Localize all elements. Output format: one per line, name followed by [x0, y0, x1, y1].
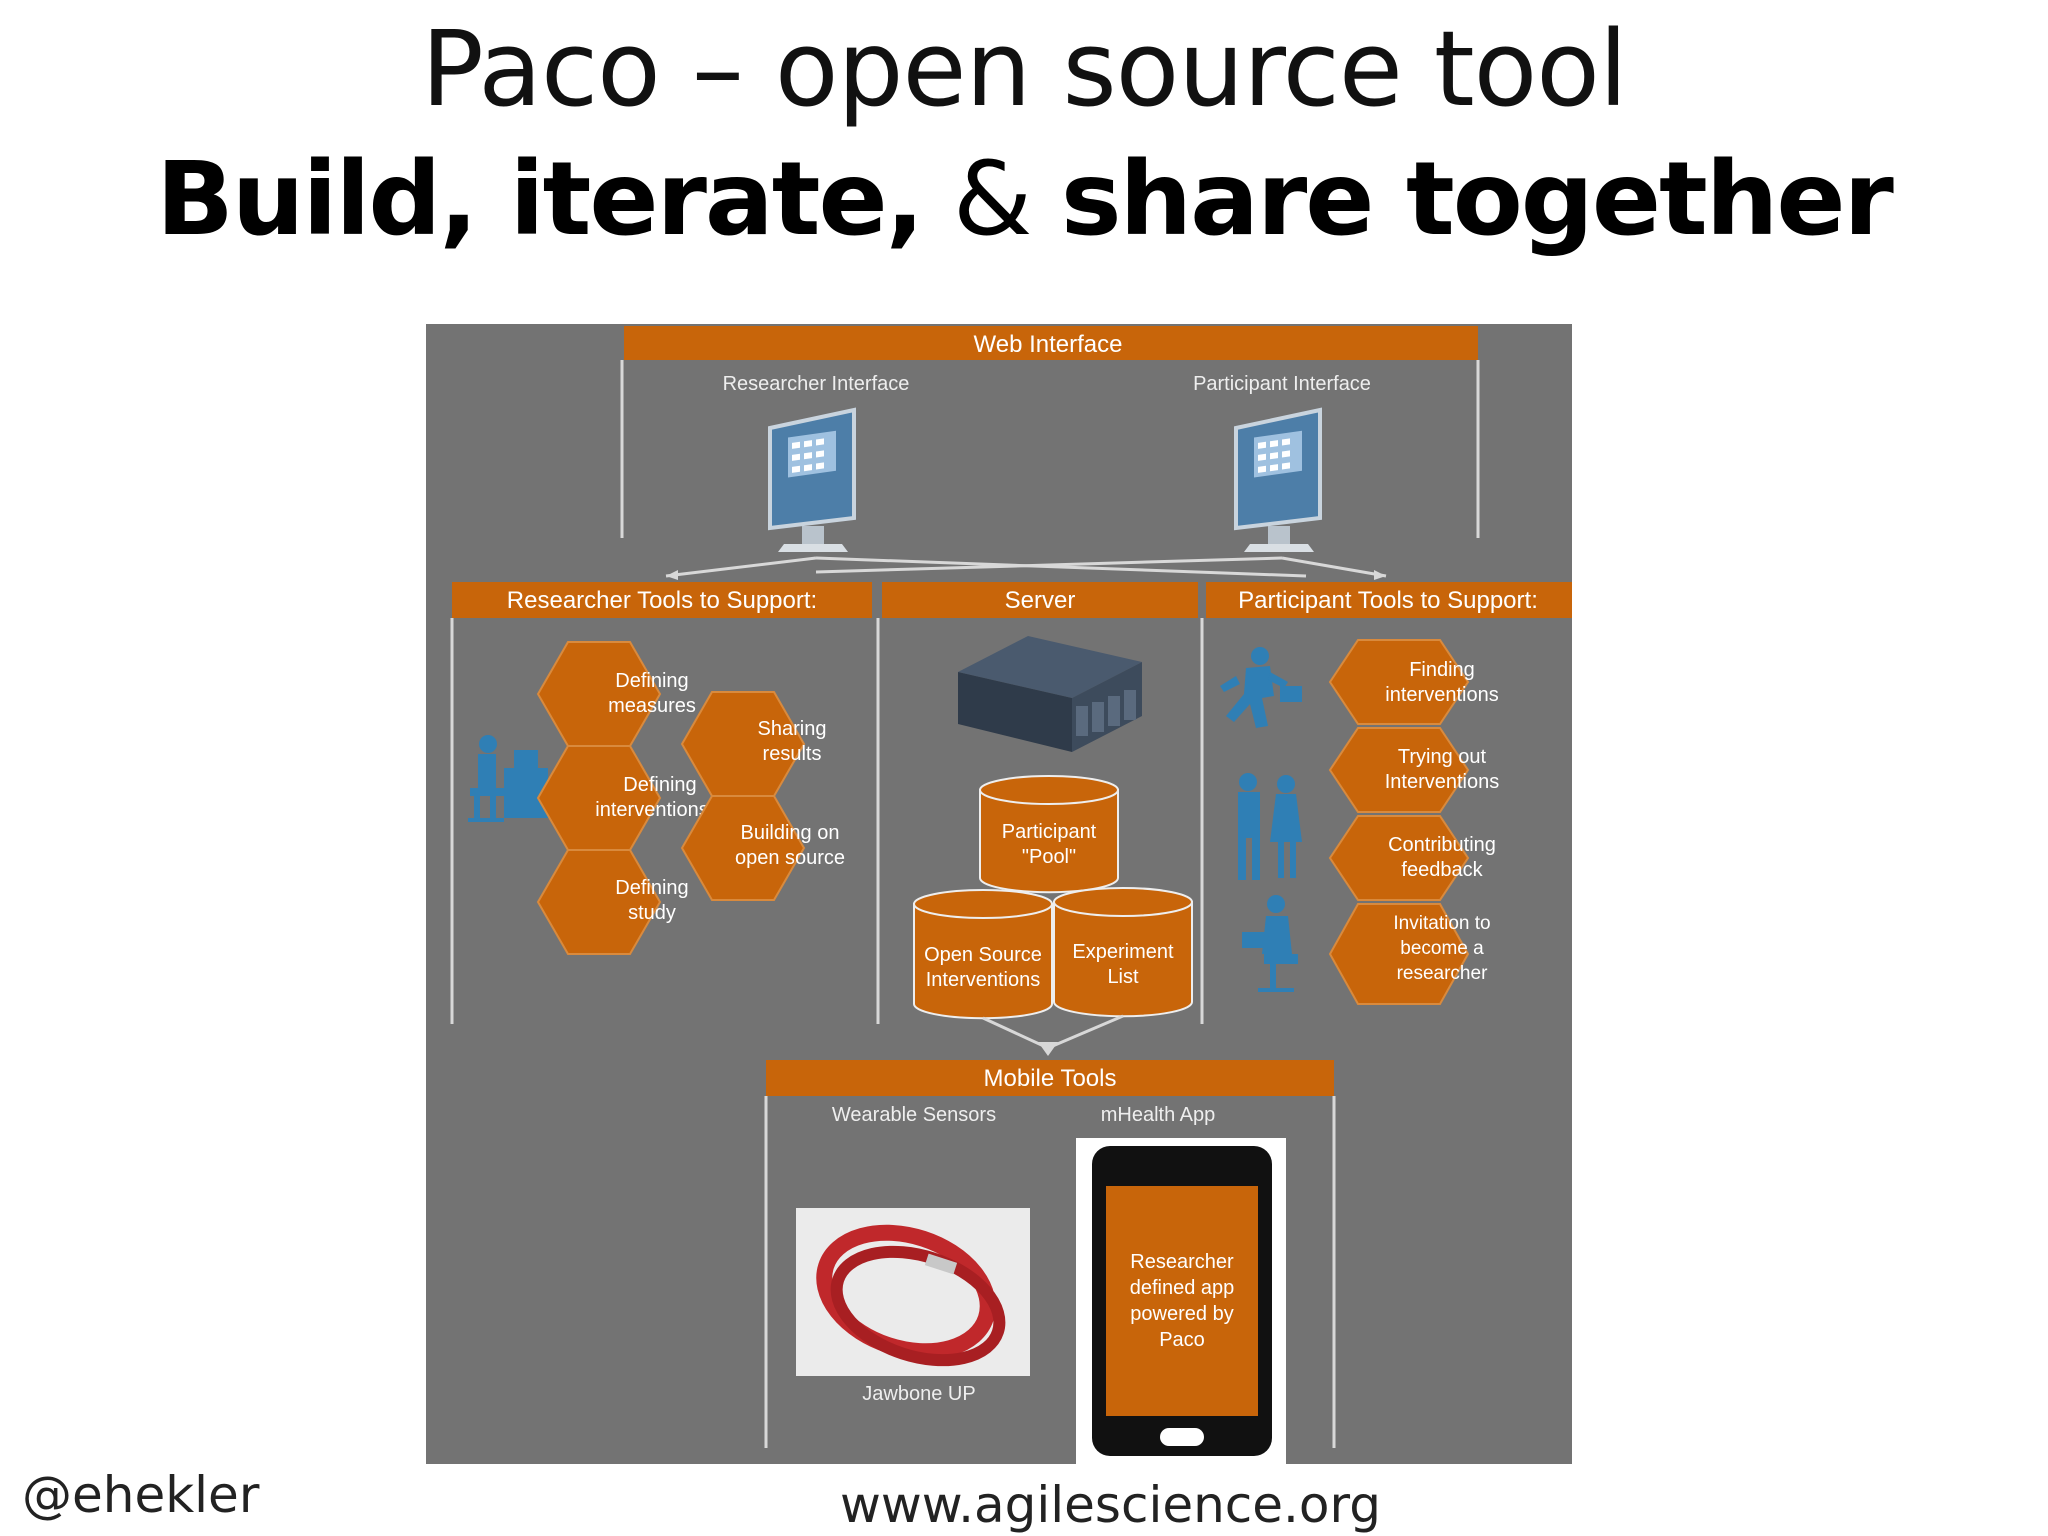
hex-building-line-1: Building on — [741, 822, 840, 844]
experiment-list-line-1: Experiment — [1072, 941, 1174, 963]
twitter-handle: @ehekler — [22, 1466, 260, 1524]
open-source-interventions-cylinder: Open Source Interventions — [913, 889, 1053, 1020]
participant-pool-line-1: Participant — [1002, 821, 1097, 843]
participant-tools-label: Participant Tools to Support: — [1238, 587, 1538, 614]
hex-invitation-line-1: Invitation to — [1393, 913, 1490, 934]
participant-hexes: Finding interventions Trying out Interve… — [1328, 639, 1500, 1005]
researcher-hexes: Defining measures Sharing results Defini… — [536, 641, 845, 955]
phone-screen-line-1: Researcher — [1130, 1251, 1234, 1273]
hex-defining-study-line-1: Defining — [615, 877, 688, 899]
hex-building-on-open-source: Building on open source — [680, 795, 845, 901]
section-headers-row: Researcher Tools to Support: Server Part… — [452, 582, 1572, 618]
hex-trying-out-interventions: Trying out Interventions — [1328, 727, 1500, 813]
web-interface-header — [624, 326, 1478, 360]
down-arrow-head — [1038, 1042, 1058, 1056]
jawbone-up-label: Jawbone UP — [862, 1383, 975, 1405]
researcher-monitor-icon — [768, 407, 856, 552]
hex-finding-line-2: interventions — [1385, 684, 1498, 706]
title-line-2: Build, iterate, & share together — [0, 140, 2048, 259]
open-source-line-1: Open Source — [924, 944, 1042, 966]
participant-interface-label: Participant Interface — [1193, 373, 1371, 395]
business-people-icon — [1238, 773, 1302, 880]
researcher-tools-header — [452, 582, 872, 618]
hex-sharing-results-line-2: results — [763, 743, 822, 765]
experiment-list-line-2: List — [1107, 966, 1139, 988]
title-ampersand: & — [952, 140, 1033, 259]
web-interface-label: Web Interface — [974, 331, 1123, 358]
mhealth-phone-icon — [1076, 1138, 1286, 1464]
web-interface-section: Web Interface Researcher Interface Parti… — [620, 326, 1480, 580]
hex-defining-interventions-line-1: Defining — [623, 774, 696, 796]
phone-screen-line-3: powered by — [1130, 1303, 1233, 1325]
cylinder-down-arrows — [982, 1014, 1124, 1050]
monitor-connector-arrows — [665, 556, 1387, 578]
hex-defining-interventions-line-2: interventions — [595, 799, 708, 821]
title-build-iterate: Build, iterate, — [156, 140, 924, 259]
participant-tools-header — [1206, 582, 1572, 618]
researcher-at-desk-icon — [468, 735, 548, 822]
server-header — [882, 582, 1198, 618]
server-label: Server — [1005, 587, 1076, 614]
phone-screen-line-2: defined app — [1130, 1277, 1235, 1299]
person-at-laptop-icon — [1242, 895, 1298, 992]
participant-pool-cylinder: Participant "Pool" — [979, 775, 1119, 894]
hex-defining-study: Defining study — [536, 849, 689, 955]
arrow-heads — [666, 570, 1386, 580]
hex-building-line-2: open source — [735, 847, 845, 869]
hex-defining-measures-line-1: Defining — [615, 670, 688, 692]
experiment-list-cylinder: Experiment List — [1053, 887, 1193, 1018]
hex-contributing-line-2: feedback — [1401, 859, 1483, 881]
hex-trying-line-2: Interventions — [1385, 771, 1500, 793]
website-url: www.agilescience.org — [840, 1476, 1381, 1534]
hex-invitation-line-2: become a — [1400, 938, 1484, 959]
mhealth-app-label: mHealth App — [1101, 1104, 1216, 1126]
hex-finding-line-1: Finding — [1409, 659, 1475, 681]
mobile-tools-header — [766, 1060, 1334, 1096]
phone-screen-line-4: Paco — [1159, 1329, 1205, 1351]
hex-defining-measures: Defining measures — [536, 641, 696, 747]
hex-sharing-results: Sharing results — [680, 691, 827, 797]
researcher-interface-label: Researcher Interface — [723, 373, 910, 395]
hex-contributing-line-1: Contributing — [1388, 834, 1496, 856]
participant-pool-line-2: "Pool" — [1022, 846, 1076, 868]
hex-defining-study-line-2: study — [628, 902, 676, 924]
hex-defining-interventions: Defining interventions — [536, 745, 709, 851]
wearable-sensors-label: Wearable Sensors — [832, 1104, 996, 1126]
hex-contributing-feedback: Contributing feedback — [1328, 815, 1496, 901]
hex-invitation-researcher: Invitation to become a researcher — [1328, 903, 1491, 1005]
server-box-icon — [958, 636, 1142, 752]
mobile-tools-section: Mobile Tools Wearable Sensors mHealth Ap… — [764, 1060, 1336, 1464]
hex-defining-measures-line-2: measures — [608, 695, 696, 717]
mobile-tools-label: Mobile Tools — [984, 1065, 1117, 1092]
researcher-tools-label: Researcher Tools to Support: — [507, 587, 817, 614]
hex-invitation-line-3: researcher — [1397, 963, 1488, 984]
jawbone-up-image — [796, 1208, 1030, 1376]
running-person-icon — [1220, 647, 1302, 728]
title-share-together: share together — [1060, 140, 1894, 259]
hex-finding-interventions: Finding interventions — [1328, 639, 1499, 725]
column-dividers — [450, 618, 1204, 1024]
open-source-line-2: Interventions — [926, 969, 1041, 991]
paco-architecture-diagram: Web Interface Researcher Interface Parti… — [426, 324, 1572, 1464]
hex-sharing-results-line-1: Sharing — [758, 718, 827, 740]
participant-monitor-icon — [1234, 407, 1322, 552]
title-line-1: Paco – open source tool — [421, 8, 1628, 130]
hex-trying-line-1: Trying out — [1398, 746, 1487, 768]
